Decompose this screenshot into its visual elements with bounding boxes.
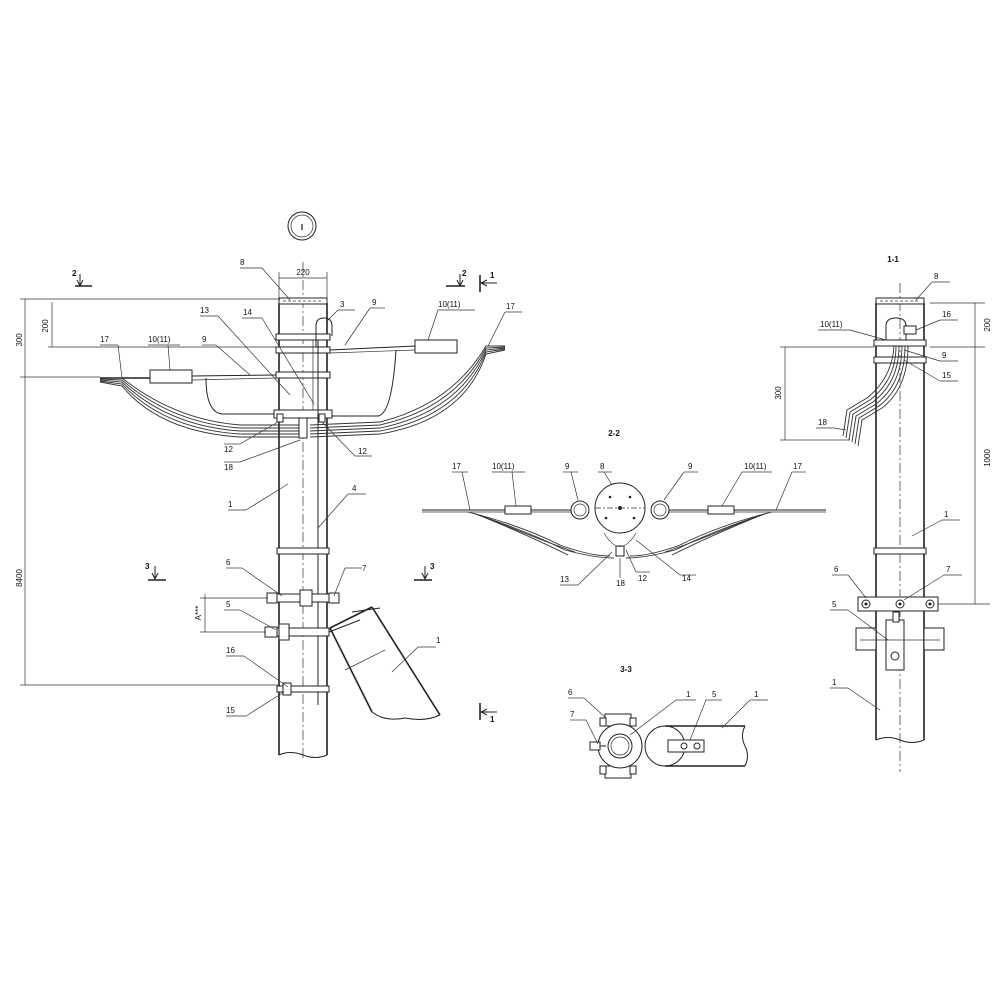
section-1-1-title: 1-1 [887,255,899,264]
dim-200: 200 [41,319,50,333]
right-wire-bundle [309,345,506,438]
label-13: 13 [200,306,209,315]
front-dimensions: 220 200 300 8400 A*** [15,268,328,686]
label-4: 4 [352,484,357,493]
label-1-1-5: 5 [832,600,837,609]
label-17-right: 17 [506,302,515,311]
label-2-2-18: 18 [616,579,625,588]
dim-1-1-1000: 1000 [983,449,992,467]
label-1-1-10: 10(11) [820,320,843,329]
section-3-3-labels: 6 7 1 5 1 [568,688,768,745]
label-2-2-13: 13 [560,575,569,584]
label-2-2-9-right: 9 [688,462,693,471]
middle-band [275,371,331,379]
dim-300: 300 [15,333,24,347]
clamp-2-2-left [504,505,532,515]
cut-mark-3-right: 3 [430,562,435,571]
label-1-1-15: 15 [942,371,951,380]
earth-band [276,685,330,693]
label-2-2-12: 12 [638,574,647,583]
label-6: 6 [226,558,231,567]
label-2-2-9-left: 9 [565,462,570,471]
view-marker-label: I [301,223,303,232]
front-cut-markers: 2 2 1 3 3 1 [72,269,497,724]
label-2-2-10-left: 10(11) [492,462,515,471]
hook [315,317,333,347]
label-12-right: 12 [358,447,367,456]
label-2-2-8: 8 [600,462,605,471]
front-labels: 8 3 9 10(11) 17 13 14 17 10(11) 9 12 18 … [100,258,522,717]
spacer-clamp [298,417,308,439]
section-3-3-title: 3-3 [620,665,632,674]
label-3-3-6: 6 [568,688,573,697]
side-wire-bundle [842,345,909,447]
label-1-1-8: 8 [934,272,939,281]
section-3-3: 3-3 [589,665,748,779]
cut-mark-2-left: 2 [72,269,77,278]
label-1-1-7: 7 [946,565,951,574]
dim-1-1-300: 300 [774,386,783,400]
label-9-right: 9 [372,298,377,307]
label-14: 14 [243,308,252,317]
label-1-1-18: 18 [818,418,827,427]
section-1-1-labels: 8 16 10(11) 9 15 18 1 6 7 5 1 [816,272,962,711]
label-2-2-17-left: 17 [452,462,461,471]
dim-8400: 8400 [15,569,24,587]
label-12-left: 12 [224,445,233,454]
section-2-2-labels: 17 10(11) 9 8 9 10(11) 17 13 18 12 14 [452,462,806,588]
tension-clamp-right [414,339,458,354]
left-loop-wire [205,377,274,415]
dim-220: 220 [296,268,310,277]
clamp-2-2-right [707,505,735,515]
label-18: 18 [224,463,233,472]
label-2-2-10-right: 10(11) [744,462,767,471]
label-16: 16 [226,646,235,655]
right-loop-wire [332,349,397,417]
left-wire-bundle [99,377,300,438]
label-7: 7 [362,564,367,573]
view-marker: I [287,211,317,241]
dim-1-1-200: 200 [983,318,992,332]
lower-band [276,547,330,555]
label-2-2-17-right: 17 [793,462,802,471]
cut-mark-2-right: 2 [462,269,467,278]
label-3-3-1-pole: 1 [686,690,691,699]
cut-mark-1-top: 1 [490,271,495,280]
label-15: 15 [226,706,235,715]
label-9-left: 9 [202,335,207,344]
label-1-1-9: 9 [942,351,947,360]
section-1-1: 1-1 [842,255,945,772]
label-1-1-6: 6 [834,565,839,574]
upper-band [275,333,331,341]
label-1-1-1-bottom: 1 [832,678,837,687]
upper-band-2 [275,346,331,354]
label-8: 8 [240,258,245,267]
tension-clamp-left [149,369,193,384]
cut-mark-1-bottom: 1 [490,715,495,724]
dim-a: A*** [194,606,203,621]
label-5: 5 [226,600,231,609]
label-1-1-16: 16 [942,310,951,319]
label-2-2-14: 14 [682,574,691,583]
section-2-2-title: 2-2 [608,429,620,438]
front-view [99,262,506,760]
label-1-pole: 1 [228,500,233,509]
label-3-3-1-strut: 1 [754,690,759,699]
angled-strut [329,606,441,720]
section-1-1-dimensions: 200 300 1000 [774,302,992,605]
cut-mark-3-left: 3 [145,562,150,571]
label-3-3-5: 5 [712,690,717,699]
label-17-left: 17 [100,335,109,344]
label-10-right: 10(11) [438,300,461,309]
section-2-2: 2-2 [422,429,826,559]
label-10-left: 10(11) [148,335,171,344]
label-3-3-7: 7 [570,710,575,719]
label-3: 3 [340,300,345,309]
label-1-strut: 1 [436,636,441,645]
label-1-1-1-pole: 1 [944,510,949,519]
